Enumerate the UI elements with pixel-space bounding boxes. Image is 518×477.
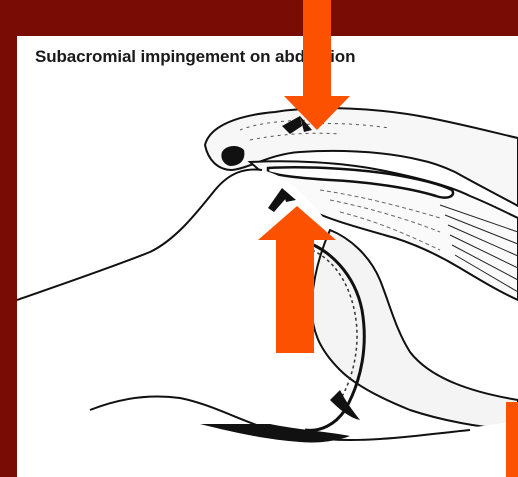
arrow-fragment [506, 402, 518, 477]
joint-shadow [330, 390, 360, 420]
